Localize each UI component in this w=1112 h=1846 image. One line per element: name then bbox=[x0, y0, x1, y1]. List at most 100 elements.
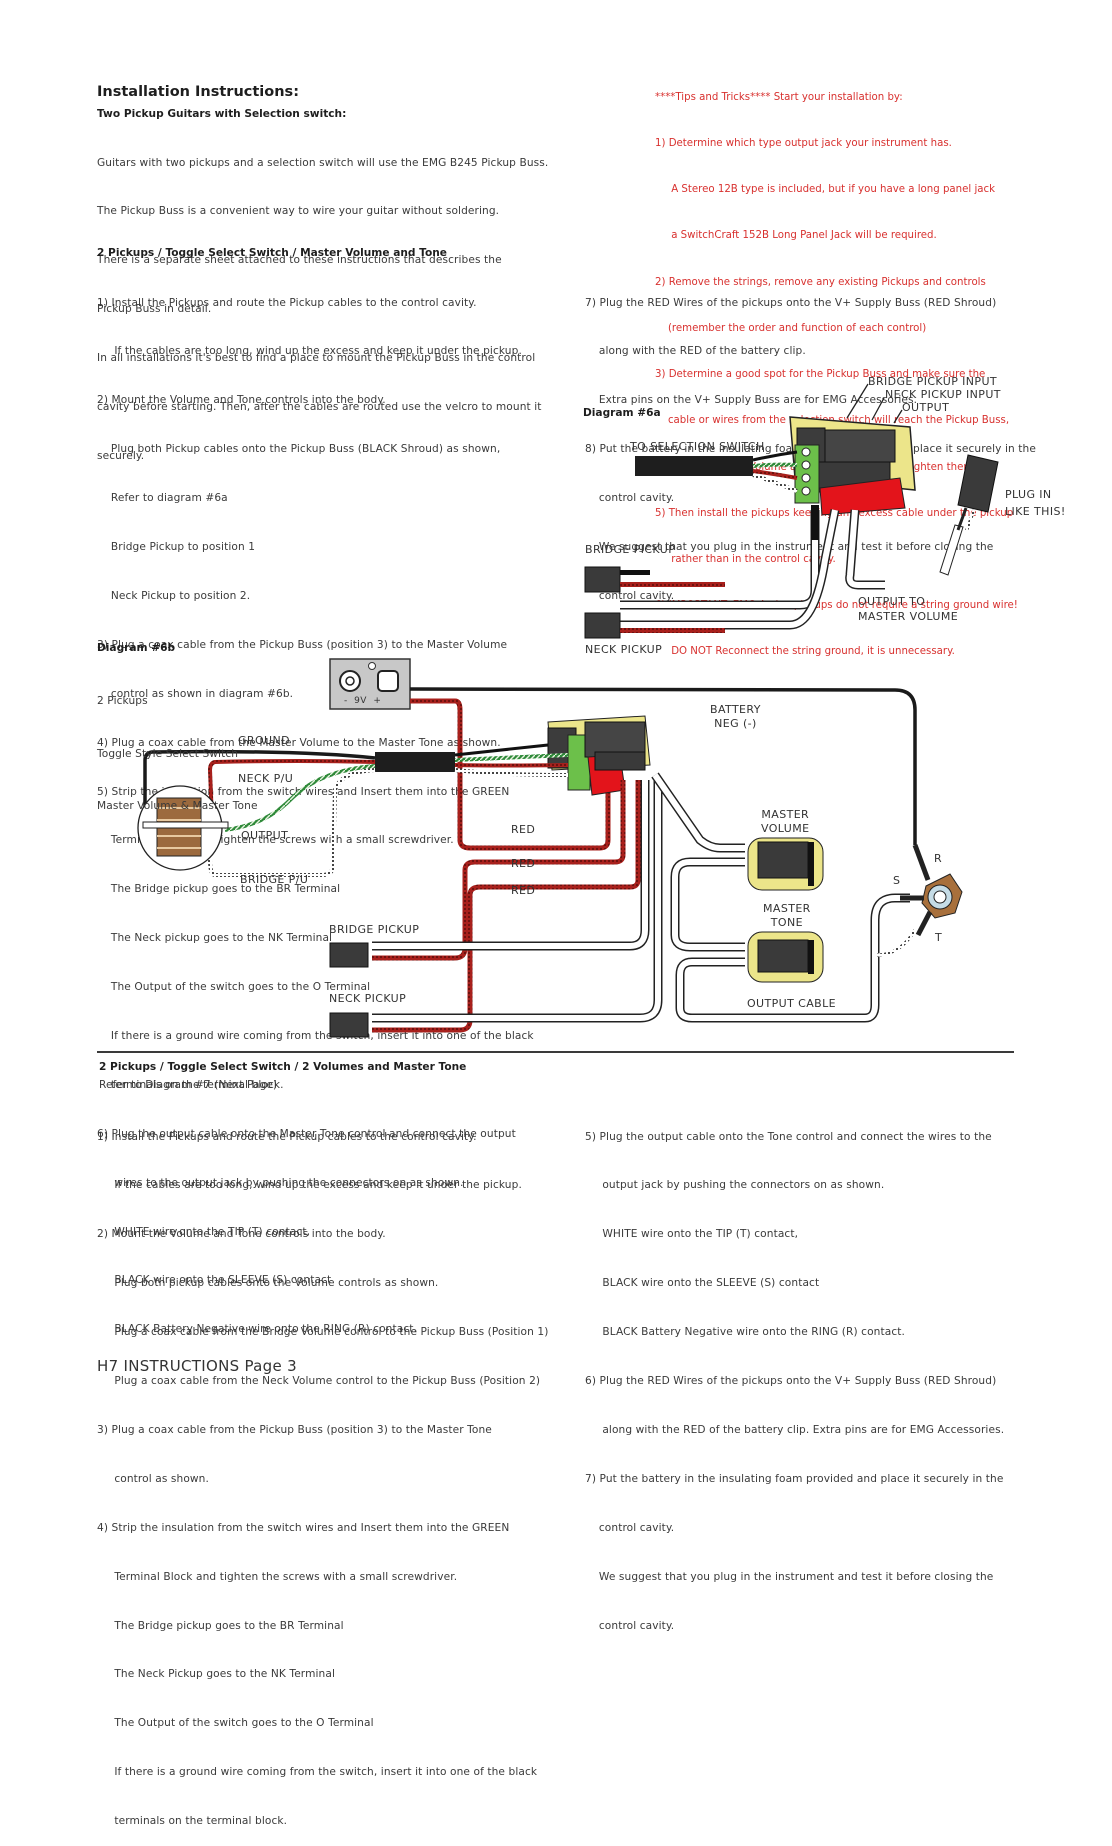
bridge-pickup-connector bbox=[329, 942, 369, 968]
subtitle-line: Toggle Style Select Switch bbox=[97, 747, 239, 760]
step-line: 2) Mount the Volume and Tone controls in… bbox=[97, 394, 386, 407]
subtitle-line: Master Volume & Master Tone bbox=[97, 800, 258, 812]
step-line: Plug both pickup cables onto the Volume … bbox=[97, 1277, 439, 1290]
diagram-6b-title: Diagram #6b bbox=[97, 642, 176, 654]
step-line: If there is a ground wire coming from th… bbox=[97, 1766, 538, 1779]
intro-subtitle: Two Pickup Guitars with Selection switch… bbox=[97, 108, 347, 120]
label-ground: GROUND bbox=[238, 734, 290, 747]
selection-switch-cable bbox=[375, 752, 455, 772]
leader-line bbox=[893, 409, 903, 424]
page-title: Installation Instructions: bbox=[97, 84, 299, 100]
step-line: 6) Plug the RED Wires of the pickups ont… bbox=[585, 1375, 997, 1388]
label-jack-sleeve: S bbox=[893, 874, 901, 887]
leader-line bbox=[846, 383, 869, 419]
label-output: OUTPUT bbox=[902, 401, 950, 414]
tip-line: A Stereo 12B type is included, but if yo… bbox=[655, 184, 996, 196]
label-output-to-master-volume: OUTPUT TO MASTER VOLUME bbox=[858, 595, 959, 623]
label-neck-pickup: NECK PICKUP bbox=[329, 992, 407, 1005]
label-jack-tip: T bbox=[935, 931, 943, 944]
intro-line: securely. bbox=[97, 449, 145, 462]
tip-line: a SwitchCraft 152B Long Panel Jack will … bbox=[655, 230, 937, 242]
diagram-6b-subtitle: 2 Pickups Toggle Style Select Switch Mas… bbox=[97, 658, 258, 833]
label-bridge-pickup: BRIDGE PICKUP bbox=[585, 543, 676, 556]
label-red-battery: RED bbox=[511, 823, 536, 836]
step-line: The Neck Pickup goes to the NK Terminal bbox=[97, 1668, 335, 1681]
step-line: BLACK wire onto the SLEEVE (S) contact bbox=[97, 1274, 332, 1287]
tip-line: ****Tips and Tricks**** Start your insta… bbox=[655, 91, 903, 103]
intro-line: Guitars with two pickups and a selection… bbox=[97, 156, 549, 169]
step-line: Bridge Pickup to position 1 bbox=[97, 541, 256, 554]
step-line: 4) Strip the insulation from the switch … bbox=[97, 1521, 510, 1534]
step-line: control cavity. bbox=[585, 589, 675, 602]
step-line: 7) Plug the RED Wires of the pickups ont… bbox=[585, 296, 997, 309]
step-line: WHITE wire onto the TIP (T) contact, bbox=[585, 1228, 799, 1241]
step-line: 7) Put the battery in the insulating foa… bbox=[585, 1472, 1004, 1485]
red-shroud bbox=[819, 477, 906, 516]
label-battery-9v: - 9V + bbox=[344, 696, 382, 706]
label-battery-neg: BATTERY NEG (-) bbox=[710, 703, 761, 730]
neck-pickup-connector bbox=[584, 612, 621, 639]
step-line: Terminal Block and tighten the screws wi… bbox=[97, 1570, 458, 1583]
step-line: If the cables are too long, wind up the … bbox=[97, 1179, 522, 1192]
step-line: 2) Mount the Volume and Tone controls in… bbox=[97, 1228, 386, 1241]
tip-line: 2) Remove the strings, remove any existi… bbox=[655, 276, 986, 288]
black-shroud-top bbox=[824, 429, 896, 463]
selection-switch-cable bbox=[635, 456, 753, 476]
step-line: BLACK Battery Negative wire onto the RIN… bbox=[585, 1326, 905, 1339]
step-line: along with the RED of the battery clip. … bbox=[585, 1423, 1005, 1436]
label-jack-ring: R bbox=[934, 852, 943, 865]
label-red-bridge: RED bbox=[511, 857, 536, 870]
step-line: WHITE wire onto the TIP (T) contact, bbox=[97, 1225, 311, 1238]
step-line: control cavity. bbox=[585, 1619, 675, 1632]
intro-line: cavity before starting. Then, after the … bbox=[97, 401, 542, 414]
tip-line: 3) Determine a good spot for the Pickup … bbox=[655, 369, 986, 381]
label-red-neck: RED bbox=[511, 884, 536, 897]
neck-pickup-connector bbox=[329, 1012, 369, 1038]
step-line: BLACK wire onto the SLEEVE (S) contact bbox=[585, 1277, 820, 1290]
step-line: If there is a ground wire coming from th… bbox=[97, 1029, 534, 1042]
step-line: 1) Install the Pickups and route the Pic… bbox=[97, 1130, 477, 1143]
subtitle-line: 2 Pickups bbox=[97, 695, 148, 707]
step-line: 6) Plug the output cable onto the Master… bbox=[97, 1127, 516, 1140]
step-line: BLACK Battery Negative wire onto the RIN… bbox=[97, 1323, 417, 1336]
leader-line bbox=[871, 397, 885, 421]
step-line: control as shown. bbox=[97, 1472, 209, 1485]
label-neck-pickup: NECK PICKUP bbox=[585, 643, 663, 656]
tip-line: 1) Determine which type output jack your… bbox=[655, 138, 952, 150]
step-line: The Bridge pickup goes to the BR Termina… bbox=[97, 883, 341, 896]
label-master-volume: MASTER VOLUME bbox=[761, 808, 810, 835]
section2-subheading: Refer to Diagram #7 (Next Page) bbox=[99, 1079, 278, 1091]
step-line: If the cables are too long, wind up the … bbox=[97, 345, 522, 358]
step-line: Refer to diagram #6a bbox=[97, 492, 228, 505]
diagram-6a-title: Diagram #6a bbox=[583, 407, 661, 419]
section2-right-steps: 5) Plug the output cable onto the Tone c… bbox=[585, 1096, 1004, 1650]
diagram-6b-wiring bbox=[137, 658, 963, 1038]
step-line: The Neck pickup goes to the NK Terminal bbox=[97, 932, 333, 945]
step-line: output jack by pushing the connectors on… bbox=[585, 1179, 885, 1192]
label-master-tone: MASTER TONE bbox=[763, 902, 811, 929]
step-line: The Bridge pickup goes to the BR Termina… bbox=[97, 1619, 344, 1632]
step-line: terminals on the terminal block. bbox=[97, 1078, 284, 1091]
step-line: Extra pins on the V+ Supply Buss are for… bbox=[585, 394, 918, 407]
label-to-selection-switch: TO SELECTION SWITCH bbox=[630, 440, 765, 453]
bridge-pickup-connector bbox=[584, 566, 621, 593]
step-line: 3) Plug a coax cable from the Pickup Bus… bbox=[97, 1423, 492, 1436]
step-line: along with the RED of the battery clip. bbox=[585, 345, 806, 358]
step-line: Plug a coax cable from the Bridge Volume… bbox=[97, 1326, 549, 1339]
label-neck-pickup-input: NECK PICKUP INPUT bbox=[885, 388, 1001, 401]
page-footer: H7 INSTRUCTIONS Page 3 bbox=[97, 1357, 297, 1375]
label-neck-pu: NECK P/U bbox=[238, 772, 294, 785]
tip-line: (remember the order and function of each… bbox=[655, 322, 927, 334]
step-line: We suggest that you plug in the instrume… bbox=[585, 1570, 994, 1583]
step-line: Plug a coax cable from the Neck Volume c… bbox=[97, 1375, 541, 1388]
step-line: 5) Plug the output cable onto the Tone c… bbox=[585, 1130, 992, 1143]
step-line: Plug both Pickup cables onto the Pickup … bbox=[97, 443, 501, 456]
label-output: OUTPUT bbox=[241, 829, 289, 842]
step-line: 3) Plug a coax cable from the Pickup Bus… bbox=[97, 638, 508, 651]
intro-line: Pickup Buss in detail. bbox=[97, 303, 212, 316]
section1-heading: 2 Pickups / Toggle Select Switch / Maste… bbox=[97, 247, 447, 259]
step-line: terminals on the terminal block. bbox=[97, 1815, 288, 1828]
wiring-diagrams bbox=[137, 383, 999, 1038]
step-line: control cavity. bbox=[585, 492, 675, 505]
label-bridge-pickup: BRIDGE PICKUP bbox=[329, 923, 420, 936]
